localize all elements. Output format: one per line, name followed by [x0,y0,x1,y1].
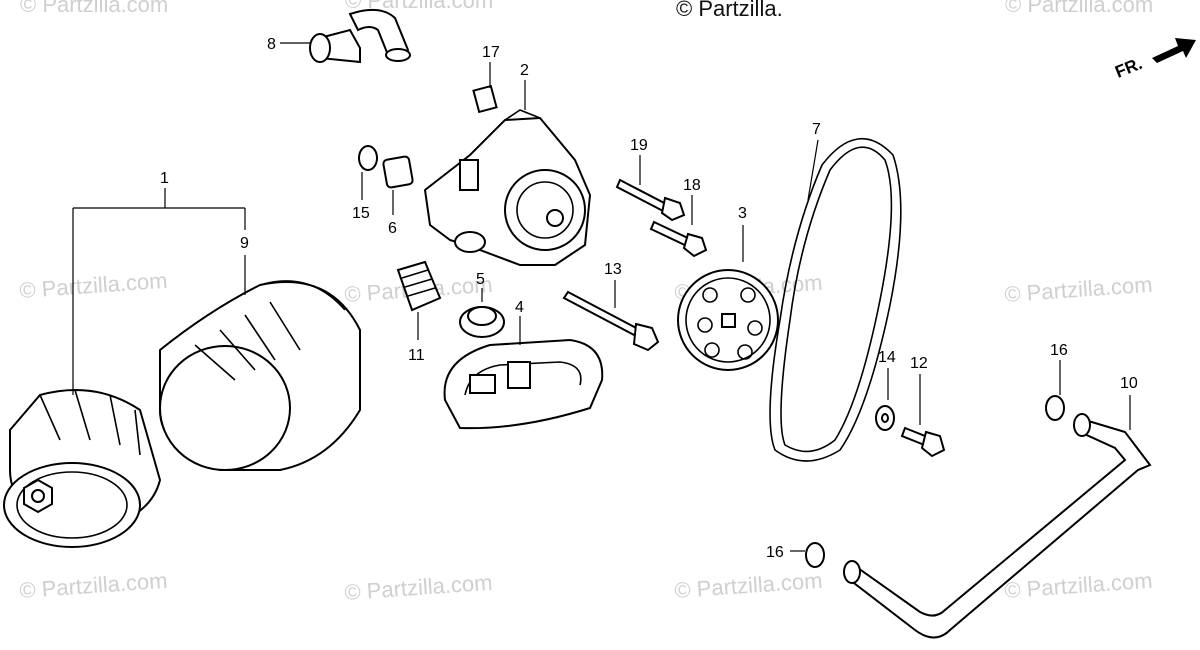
watermark-text: © Partzilla.com [19,568,169,603]
callouts: 1 2 3 4 5 6 7 8 9 10 11 12 13 14 15 16 1… [160,36,1138,561]
callout-10: 10 [1120,375,1138,392]
callout-5: 5 [476,271,485,288]
part-2-oil-pump [423,109,592,266]
watermark-text: © Partzilla.com [674,568,824,603]
part-15-o-ring [358,145,378,171]
top-copyright: © Partzilla. [676,0,783,21]
callout-4: 4 [515,299,524,316]
arrow-icon [1152,38,1196,63]
callout-16: 16 [1050,342,1068,359]
watermark-text: © Partzilla.com [19,268,169,303]
front-label: FR. [1112,54,1145,82]
callout-19: 19 [630,137,648,154]
watermark-text: © Partzilla.com [1005,0,1153,17]
part-7-chain [769,138,902,462]
part-10-oil-pipe [843,395,1152,639]
part-5-seal [459,288,505,338]
callout-14: 14 [878,349,896,366]
callout-9: 9 [240,235,249,252]
part-8-hose [280,8,411,64]
callout-15: 15 [352,205,370,222]
watermark-text: © Partzilla.com [1004,272,1154,307]
part-19-bolt [615,155,686,222]
part-16-o-ring [805,542,825,568]
callout-3: 3 [738,205,747,222]
watermark-text: © Partzilla.com [344,570,494,605]
part-9-filter-element [159,280,361,471]
callout-16: 16 [766,544,784,561]
watermark-text: © Partzilla.com [20,0,168,17]
front-direction-indicator: FR. [1112,38,1196,82]
callout-12: 12 [910,355,928,372]
watermark-text: © Partzilla.com [345,0,493,13]
part-11-oil-strainer [396,260,442,340]
part-1-oil-filter [3,389,162,548]
part-16-o-ring [1045,395,1065,421]
part-13-bolt [562,280,660,352]
callout-6: 6 [388,220,397,237]
part-4-strainer-screen [443,316,604,430]
callout-13: 13 [604,261,622,278]
callout-11: 11 [408,347,425,364]
callout-8: 8 [267,36,276,53]
part-18-bolt [649,195,708,258]
callout-17: 17 [482,44,500,61]
part-6-collar [382,155,414,215]
part-14-washer [875,368,895,431]
part-3-sprocket [677,225,779,371]
part-17-dowel [472,62,498,114]
watermark-text: © Partzilla.com [1004,568,1154,603]
callout-1: 1 [160,170,169,187]
callout-2: 2 [520,62,529,79]
callout-18: 18 [683,177,701,194]
part-12-bolt [900,374,946,458]
callout-7: 7 [812,121,821,138]
